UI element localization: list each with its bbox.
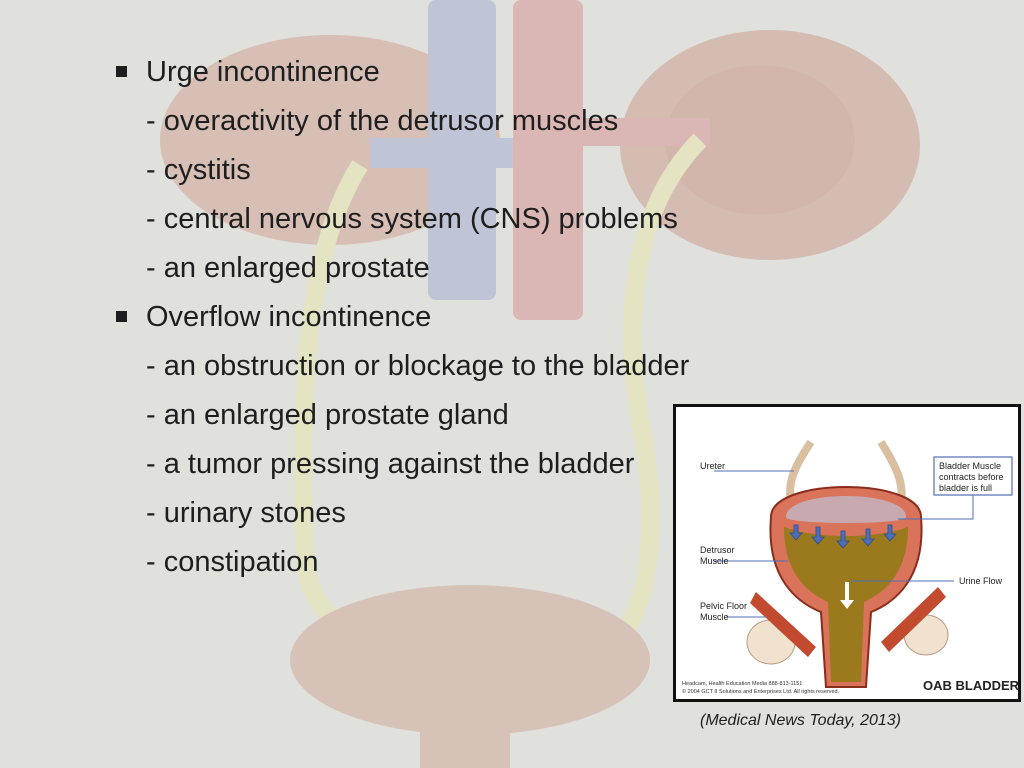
- bladder-lining: [786, 496, 906, 523]
- figure-caption: (Medical News Today, 2013): [700, 712, 901, 729]
- bullet-heading: Urge incontinence: [146, 56, 380, 88]
- sub-item: - an enlarged prostate gland: [146, 399, 509, 431]
- bullet-urge-incontinence: Urge incontinence: [112, 52, 752, 101]
- label-detrusor: Detrusor: [700, 545, 735, 555]
- sub-item: - a tumor pressing against the bladder: [146, 448, 635, 480]
- sub-item: - constipation: [146, 546, 319, 578]
- left-kidney-shape: [160, 35, 500, 245]
- label-pelvic-floor: Pelvic Floor: [700, 601, 747, 611]
- label-ureter: Ureter: [700, 461, 725, 471]
- figure-credit-2: © 2004 GCT II Solutions and Enterprises …: [682, 688, 840, 695]
- oab-bladder-figure: Ureter Detrusor Muscle Pelvic Floor Musc…: [673, 404, 1021, 702]
- contraction-arrows: [789, 524, 897, 549]
- square-bullet-icon: [116, 311, 127, 322]
- right-ureter-shape: [612, 133, 707, 646]
- label-urine-flow: Urine Flow: [959, 576, 1003, 586]
- sub-item: - overactivity of the detrusor muscles: [146, 105, 619, 137]
- callout-box: [933, 456, 1013, 496]
- sub-item: - central nervous system (CNS) problems: [146, 203, 678, 235]
- urine-flow-arrow: [840, 582, 854, 609]
- label-pelvic-muscle: Muscle: [700, 612, 729, 622]
- callout-line-3: bladder is full: [939, 483, 992, 493]
- right-kidney-shape: [620, 30, 920, 260]
- sub-item: - an obstruction or blockage to the blad…: [146, 350, 690, 382]
- sub-item: - urinary stones: [146, 497, 346, 529]
- figure-credit-1: Headcam, Health Education Media 888-813-…: [682, 681, 802, 687]
- figure-title: OAB BLADDER: [923, 678, 1018, 693]
- bullet-content: Urge incontinence - overactivity of the …: [112, 52, 752, 591]
- right-pelvic-floor-muscle: [881, 587, 946, 652]
- callout-line-1: Bladder Muscle: [939, 461, 1001, 471]
- bullet-overflow-incontinence: Overflow incontinence: [112, 297, 752, 346]
- callout-line-2: contracts before: [939, 472, 1004, 482]
- bullet-heading: Overflow incontinence: [146, 301, 432, 333]
- sub-item: - an enlarged prostate: [146, 252, 430, 284]
- square-bullet-icon: [116, 66, 127, 77]
- sub-item: - cystitis: [146, 154, 251, 186]
- left-pelvic-floor-muscle: [750, 592, 816, 657]
- bladder-diagram: Ureter Detrusor Muscle Pelvic Floor Musc…: [682, 439, 1018, 695]
- label-detrusor-muscle: Muscle: [700, 556, 729, 566]
- bladder-shape: [290, 585, 650, 735]
- left-ureter-shape: [294, 160, 368, 648]
- artery-shape: [513, 0, 583, 320]
